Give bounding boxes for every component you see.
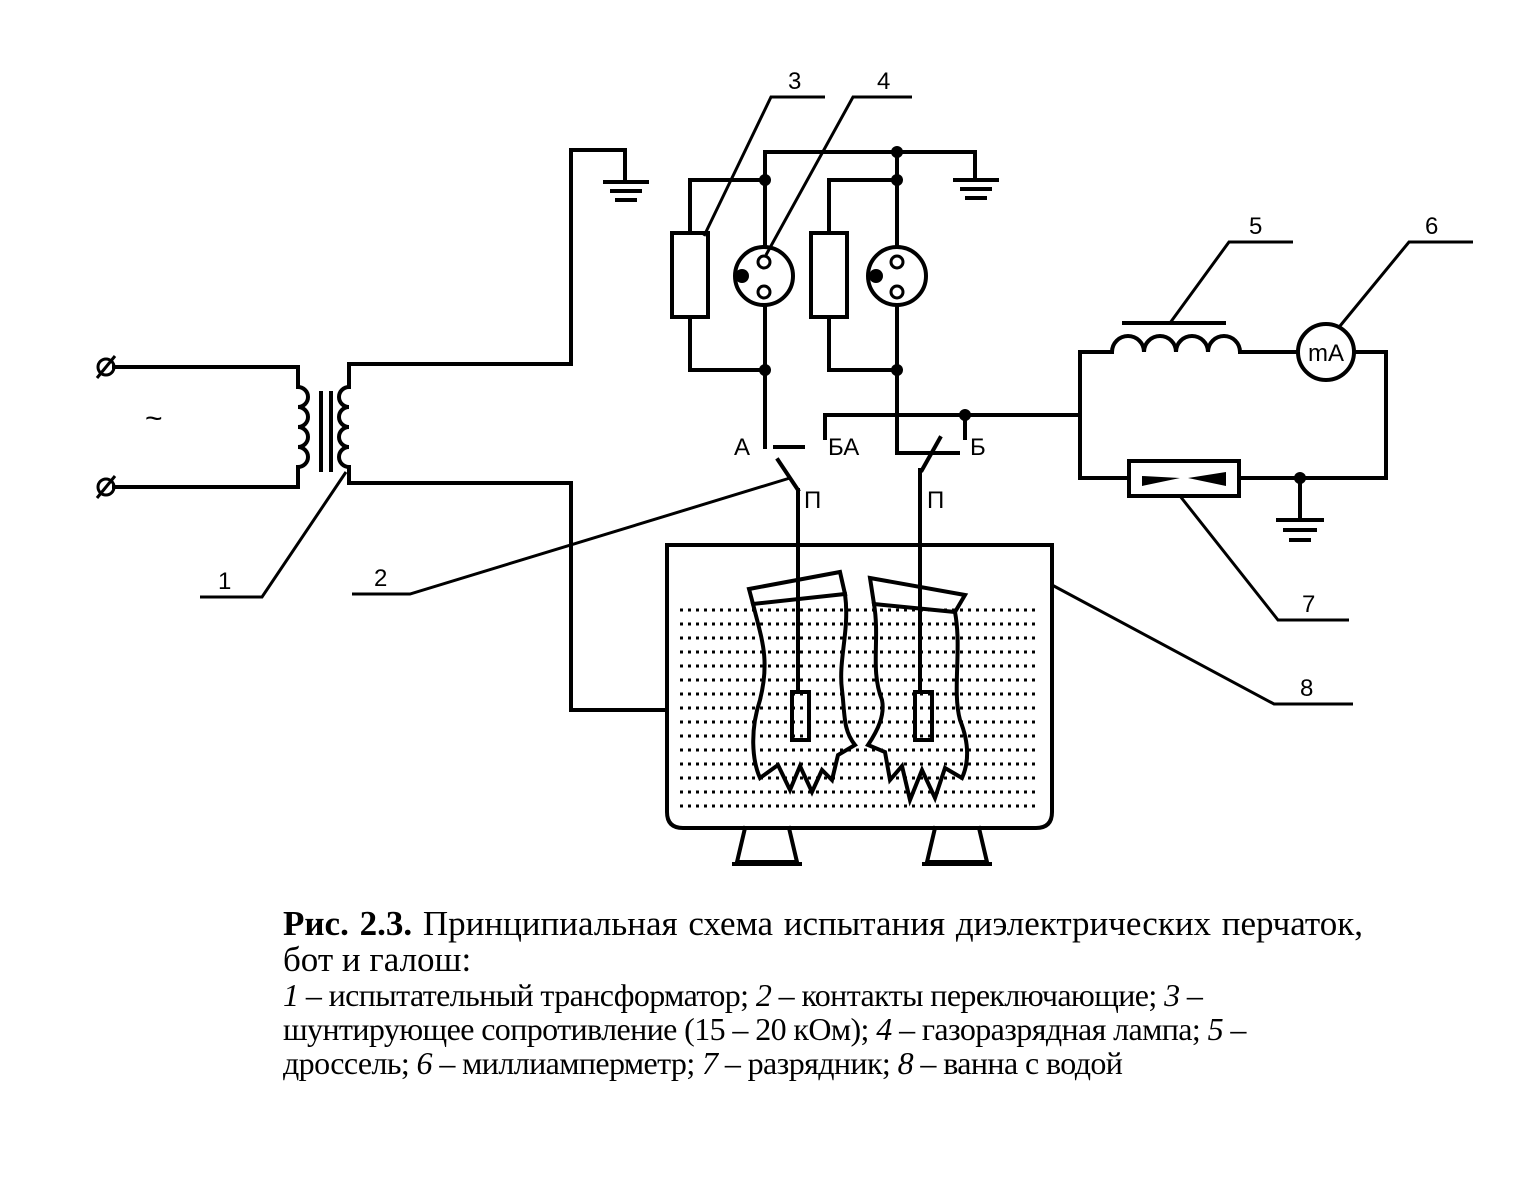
glove-left — [746, 569, 859, 797]
branch-b — [809, 178, 928, 455]
callout-6: 6 — [1338, 213, 1473, 327]
contact-label-b: Б — [970, 434, 986, 461]
shunt-resistor-b — [809, 231, 849, 319]
branch-a — [670, 178, 795, 432]
ground-symbol-top — [953, 178, 999, 200]
water-bath — [665, 543, 1054, 866]
contact-label-ba: БА — [828, 434, 859, 461]
legend-item: 4 – газоразрядная лампа; — [876, 1011, 1201, 1047]
callout-1: 1 — [200, 471, 348, 599]
callout-2: 2 — [352, 476, 791, 596]
caption-heading: Рис. 2.3. Принципиальная схема испытания… — [283, 906, 1363, 978]
callout-number-2: 2 — [374, 565, 387, 592]
milliammeter-label: mA — [1308, 340, 1344, 367]
electrode-right — [913, 690, 934, 742]
callout-number-1: 1 — [218, 568, 231, 595]
callout-number-7: 7 — [1302, 591, 1315, 618]
callout-8: 8 — [1051, 583, 1353, 706]
legend-item: 6 – миллиамперметр; — [416, 1045, 696, 1081]
legend-item: 3 – шунтирующее сопротивление (15 – 20 к… — [283, 977, 1203, 1047]
callout-5: 5 — [1168, 213, 1293, 324]
ground-symbol-transformer — [603, 180, 649, 202]
callout-7: 7 — [1178, 495, 1349, 622]
legend-item: 8 – ванна с водой — [897, 1045, 1123, 1081]
figure-number: Рис. 2.3. — [283, 904, 413, 943]
contact-label-p-left: П — [804, 487, 821, 514]
top-bus — [759, 146, 977, 186]
choke-coil — [1109, 334, 1243, 355]
callout-number-4: 4 — [877, 68, 890, 95]
contact-label-p-right: П — [927, 487, 944, 514]
legend-item: 2 – контакты переключающие; — [755, 977, 1157, 1013]
legend-item: 7 – разрядник; — [702, 1045, 891, 1081]
water-level — [680, 608, 1040, 808]
figure-title: Принципиальная схема испытания диэлектри… — [283, 904, 1364, 979]
figure-caption: Рис. 2.3. Принципиальная схема испытания… — [283, 906, 1363, 1081]
callout-4: 4 — [764, 68, 912, 256]
caption-legend: 1 – испытательный трансформатор; 2 – кон… — [283, 978, 1363, 1080]
callout-3: 3 — [702, 68, 825, 237]
test-transformer — [295, 148, 669, 712]
circuit-diagram: ~ — [95, 68, 1473, 866]
contact-label-a: А — [734, 434, 750, 461]
glove-right — [864, 575, 969, 807]
callout-number-5: 5 — [1249, 213, 1262, 240]
callout-number-3: 3 — [788, 68, 801, 95]
callout-number-8: 8 — [1300, 675, 1313, 702]
switch-contacts — [763, 409, 1082, 692]
ac-symbol: ~ — [145, 402, 163, 435]
measuring-circuit — [1078, 321, 1388, 542]
shunt-resistor-a — [670, 231, 710, 319]
legend-item: 1 – испытательный трансформатор; — [283, 977, 749, 1013]
bath-supports — [732, 825, 992, 866]
legend-item: 5 – дроссель; — [283, 1011, 1246, 1081]
electrode-left — [790, 690, 811, 742]
input-terminals — [95, 355, 300, 499]
callout-number-6: 6 — [1425, 213, 1438, 240]
